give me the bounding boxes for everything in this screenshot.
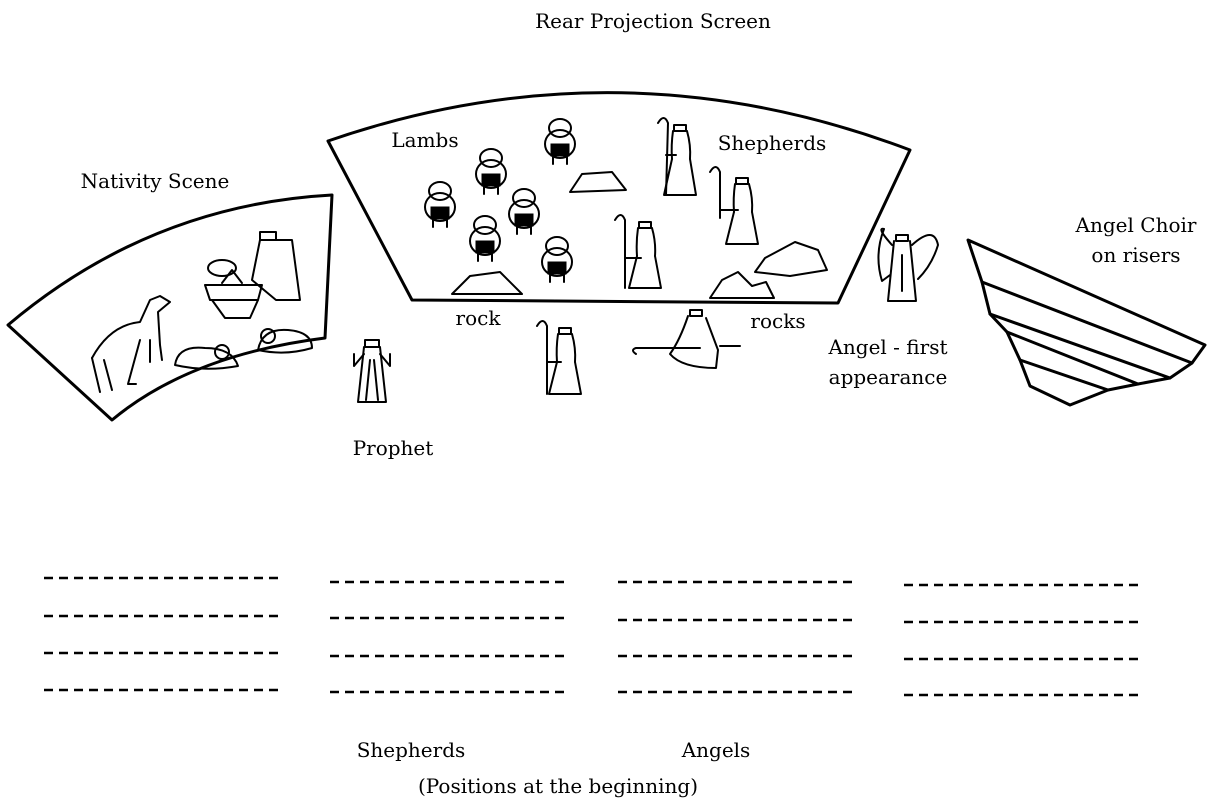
- lamb-icon: [508, 188, 540, 235]
- lambs-label: Lambs: [391, 128, 458, 152]
- nativity-figures: [91, 231, 313, 393]
- shepherd-icon: [536, 320, 582, 395]
- shepherd-icon: [657, 117, 697, 196]
- positions-column-4: [904, 583, 1142, 697]
- shepherd-icon: [709, 166, 759, 245]
- lamb-icon: [544, 118, 576, 165]
- angel-icon: [877, 227, 939, 302]
- screen-rocks: [451, 171, 828, 299]
- joseph-icon: [251, 231, 301, 301]
- prophet-label: Prophet: [353, 436, 434, 460]
- donkey-icon: [91, 295, 171, 393]
- lying-figure-icon: [174, 344, 239, 370]
- lamb-icon: [541, 236, 573, 283]
- positions-column-1: [44, 576, 282, 692]
- rock-shape: [754, 241, 828, 277]
- rocks-label: rocks: [750, 309, 805, 333]
- positions-column-3: [618, 580, 856, 694]
- angel-choir-sublabel: on risers: [1091, 243, 1180, 267]
- shepherd-icon: [614, 214, 662, 289]
- positions-column-2: [330, 580, 568, 694]
- shepherds-on-screen: [614, 117, 759, 289]
- lambs-group: [424, 118, 576, 283]
- rock-shape: [709, 271, 775, 299]
- shepherds-top-label: Shepherds: [718, 131, 827, 155]
- lamb-icon: [469, 215, 501, 262]
- angel-first-label: Angel - first: [827, 335, 947, 359]
- rock-shape: [451, 271, 523, 295]
- prophet-icon: [353, 339, 391, 403]
- positions-grid: [44, 576, 1142, 697]
- positions-caption: (Positions at the beginning): [418, 774, 698, 798]
- manger-icon: [204, 259, 263, 319]
- nativity-scene-stage: [6, 193, 334, 422]
- nativity-label: Nativity Scene: [81, 169, 230, 193]
- screen-title: Rear Projection Screen: [535, 9, 771, 33]
- shepherds-positions-label: Shepherds: [357, 738, 466, 762]
- angels-positions-label: Angels: [681, 738, 751, 762]
- lying-figure-icon: [257, 328, 313, 354]
- angel-first-sublabel: appearance: [829, 365, 948, 389]
- angel-choir-label: Angel Choir: [1075, 213, 1197, 237]
- lamb-icon: [475, 148, 507, 195]
- angel-choir-risers: [966, 238, 1207, 407]
- rock-label: rock: [456, 306, 502, 330]
- kneeling-shepherd-icon: [632, 309, 741, 369]
- lamb-icon: [424, 181, 456, 228]
- rock-shape: [569, 171, 627, 193]
- rear-projection-screen: [326, 91, 912, 305]
